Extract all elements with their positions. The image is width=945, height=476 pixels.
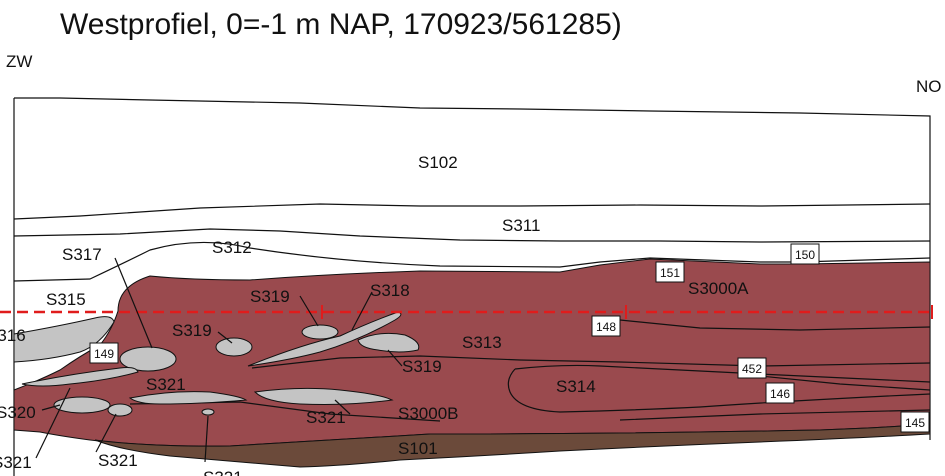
inclusion-s318 — [247, 311, 402, 367]
label-s3000a: S3000A — [688, 279, 749, 298]
sample-148-text: 148 — [596, 320, 616, 334]
inclusion-s316 — [13, 316, 115, 363]
label-s314: S314 — [556, 377, 596, 396]
inclusion-s321-mid — [253, 387, 394, 405]
label-s321c: S321 — [0, 453, 32, 472]
inclusion-s319-mid — [301, 324, 339, 340]
sample-box-151 — [655, 261, 685, 283]
inclusion-s321-long — [128, 391, 248, 405]
inclusion-149 — [119, 346, 177, 372]
orientation-right: NO — [916, 77, 942, 96]
profile-title: Westprofiel, 0=-1 m NAP, 170923/561285) — [60, 8, 622, 41]
label-s319b: S319 — [172, 321, 212, 340]
label-s318: S318 — [370, 281, 410, 300]
inclusion-s320 — [53, 396, 111, 414]
s314-outline — [507, 364, 931, 413]
sample-box-146 — [765, 382, 795, 404]
label-s102: S102 — [418, 153, 458, 172]
sample-146-text: 146 — [770, 387, 790, 401]
leader-s320 — [41, 404, 61, 411]
leader-s321b — [95, 413, 117, 453]
sample-box-150 — [790, 243, 820, 265]
leader-s317 — [114, 257, 153, 349]
inclusion-s319-right — [357, 332, 420, 353]
sample-145-text: 145 — [905, 416, 925, 430]
sample-box-148 — [591, 315, 621, 337]
sample-150-text: 150 — [795, 248, 815, 262]
label-s315: S315 — [46, 290, 86, 309]
s311-bottom-line — [13, 228, 931, 243]
leader-s321a — [35, 387, 71, 459]
label-s317: S317 — [62, 245, 102, 264]
layer-s101-base — [94, 423, 931, 468]
label-s321d: S321 — [98, 451, 138, 470]
layer-line-3 — [759, 375, 931, 391]
s311-top-line — [13, 203, 931, 220]
leader-s319b — [217, 331, 233, 344]
label-s3000b: S3000B — [398, 404, 459, 423]
inclusion-s321-small — [107, 403, 133, 417]
orientation-left: ZW — [6, 52, 33, 71]
label-s321a: S321 — [146, 375, 186, 394]
leader-s319c — [387, 349, 403, 367]
inclusion-s319-left — [215, 337, 253, 357]
label-s316: S316 — [0, 326, 26, 345]
profile-top-line — [14, 97, 931, 440]
label-s313: S313 — [462, 333, 502, 352]
leader-s321d — [334, 399, 351, 415]
sample-452-text: 452 — [742, 362, 762, 376]
leader-s321c — [204, 415, 209, 463]
layer-line-1 — [619, 319, 931, 331]
sample-box-452 — [737, 357, 767, 379]
label-s312: S312 — [212, 238, 252, 257]
label-s311: S311 — [502, 216, 540, 235]
label-s321e: S321 — [203, 468, 243, 476]
leader-s319a — [299, 295, 319, 327]
sample-149-text: 149 — [94, 347, 114, 361]
sample-box-149 — [89, 342, 119, 364]
inclusion-s321-dot — [201, 408, 215, 416]
label-s321b: S321 — [306, 408, 346, 427]
inclusion-s321-band — [21, 367, 139, 387]
label-s101: S101 — [398, 439, 438, 458]
leader-s318 — [351, 291, 373, 331]
layer-line-5 — [619, 409, 931, 421]
label-s319a: S319 — [250, 287, 290, 306]
sample-151-text: 151 — [660, 266, 680, 280]
s312-bottom-line — [13, 241, 931, 282]
label-s319c: S319 — [402, 357, 442, 376]
sample-box-145 — [900, 411, 930, 433]
label-s320: S320 — [0, 403, 36, 422]
